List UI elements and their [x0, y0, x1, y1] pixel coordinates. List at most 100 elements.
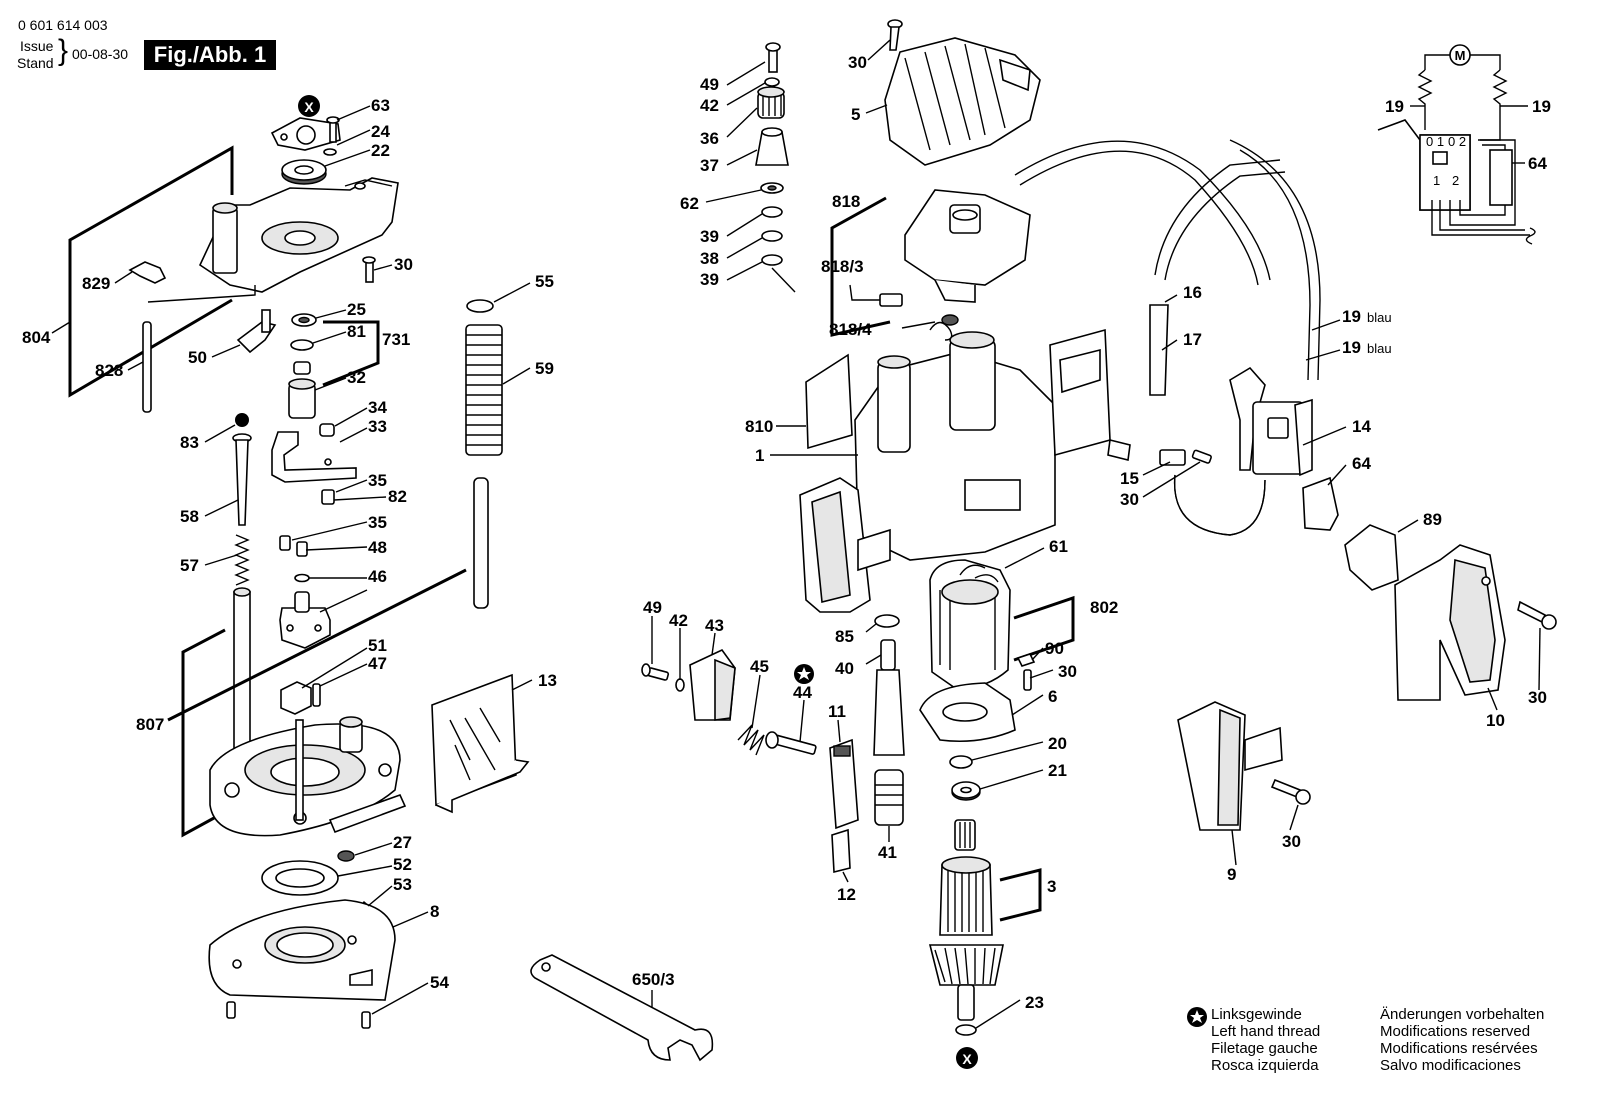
label-22: 22: [371, 141, 390, 160]
part-89-cover: [1344, 524, 1399, 591]
label-19-blau-b: 19: [1342, 338, 1361, 357]
label-45: 45: [750, 657, 769, 676]
label-35b: 35: [368, 513, 387, 532]
part-35-screw-b: [279, 535, 291, 551]
part-85-oring: [874, 614, 900, 628]
part-63-cover-plate: [270, 117, 341, 151]
legend-thread-es: Rosca izquierda: [1211, 1057, 1319, 1074]
legend-mods-de: Änderungen vorbehalten: [1380, 1006, 1545, 1023]
part-6-fan-baffle: [919, 682, 1016, 743]
part-43-cover: [689, 648, 736, 721]
part-818-4-spring: [929, 314, 959, 341]
issue-date: 00-08-30: [72, 46, 129, 62]
label-15: 15: [1120, 469, 1139, 488]
label-30: 30: [394, 255, 413, 274]
label-42: 42: [700, 96, 719, 115]
label-19-blau-a: 19: [1342, 307, 1361, 326]
part-11-lock-plate: [829, 738, 859, 830]
legend-thread-de: Linksgewinde: [1211, 1006, 1302, 1023]
label-16: 16: [1183, 283, 1202, 302]
svg-text:1: 1: [1433, 173, 1440, 188]
part-13-chip-guard: [431, 673, 530, 814]
legend-star-icon: [1187, 1007, 1207, 1027]
part-650-3-wrench: [530, 954, 714, 1062]
part-44-bolt: [765, 731, 817, 755]
part-829-lever: [128, 261, 167, 284]
part-818-3-brush: [849, 284, 903, 307]
part-14-switch: [1229, 366, 1313, 477]
label-9: 9: [1227, 865, 1236, 884]
label-30b: 30: [848, 53, 867, 72]
label-63: 63: [371, 96, 390, 115]
label-59: 59: [535, 359, 554, 378]
part-61-stator: [929, 559, 1011, 689]
svg-text:0 2: 0 2: [1448, 134, 1466, 149]
legend-left-hand-thread: Linksgewinde Left hand thread Filetage g…: [1211, 1006, 1320, 1074]
part-21-bearing: [951, 781, 981, 801]
label-30c: 30: [1120, 490, 1139, 509]
label-61: 61: [1049, 537, 1068, 556]
label-3: 3: [1047, 877, 1056, 896]
legend-thread-en: Left hand thread: [1211, 1023, 1321, 1040]
part-49-screw-side: [641, 663, 670, 681]
bracket-802: [1013, 595, 1075, 662]
label-829: 829: [82, 274, 110, 293]
label-650-3: 650/3: [632, 970, 675, 989]
label-802: 802: [1090, 598, 1118, 617]
label-27: 27: [393, 833, 412, 852]
part-30-screw-left: [362, 256, 376, 283]
part-10-handle-right: [1394, 544, 1506, 701]
label-85: 85: [835, 627, 854, 646]
legend-modifications: Änderungen vorbehalten Modifications res…: [1380, 1006, 1544, 1074]
label-11: 11: [828, 702, 846, 721]
part-17-strain-relief: [1149, 304, 1169, 396]
part-81-ring: [290, 339, 314, 351]
legend-mods-es: Salvo modificaciones: [1380, 1057, 1521, 1074]
part-35-screw-c: [296, 541, 308, 557]
label-818: 818: [832, 192, 860, 211]
label-64-schematic: 64: [1528, 154, 1547, 173]
label-52: 52: [393, 855, 412, 874]
part-90-clip: [1016, 653, 1036, 667]
bracket-804: [68, 145, 234, 398]
label-33: 33: [368, 417, 387, 436]
part-36-collet-nut: [757, 86, 785, 119]
bracket-807: [181, 628, 226, 838]
label-50: 50: [188, 348, 207, 367]
part-807-guide-rod: [473, 477, 489, 609]
part-828-rod: [142, 321, 152, 413]
part-804-upper-casting: [198, 177, 399, 293]
label-54: 54: [430, 973, 449, 992]
part-48-washer: [294, 573, 310, 583]
part-23-ring: [955, 1024, 977, 1036]
label-10: 10: [1486, 711, 1505, 730]
label-90: 90: [1045, 639, 1064, 658]
part-20-ring: [949, 755, 973, 769]
label-6: 6: [1048, 687, 1057, 706]
part-46-clamp: [279, 591, 331, 649]
part-24-screw: [326, 116, 340, 143]
part-1-handle-left: [799, 477, 891, 613]
legend-thread-fr: Filetage gauche: [1211, 1040, 1318, 1057]
star-mark: [794, 664, 814, 684]
label-30f: 30: [1282, 832, 1301, 851]
part-40-spindle: [873, 639, 905, 756]
issue-label: Issue: [20, 38, 54, 54]
label-17: 17: [1183, 330, 1202, 349]
bracket-731: [322, 320, 380, 387]
part-labels: 63 24 22 30 829 804 25 81 731 50 828 32 …: [22, 53, 1551, 1012]
svg-text:M: M: [1455, 48, 1466, 63]
part-19-wires: [1229, 139, 1321, 381]
label-818-3: 818/3: [821, 257, 864, 276]
label-1: 1: [755, 446, 764, 465]
label-32: 32: [347, 368, 366, 387]
bracket-818: [830, 196, 891, 337]
part-38-spring-washer: [761, 230, 783, 242]
label-36: 36: [700, 129, 719, 148]
part-32-sleeve: [288, 361, 316, 419]
part-15-cable-clamp: [1159, 449, 1186, 466]
part-30-screw-clamp: [1191, 449, 1212, 464]
label-19-left: 19: [1385, 97, 1404, 116]
part-54-screw-b: [361, 1011, 371, 1029]
